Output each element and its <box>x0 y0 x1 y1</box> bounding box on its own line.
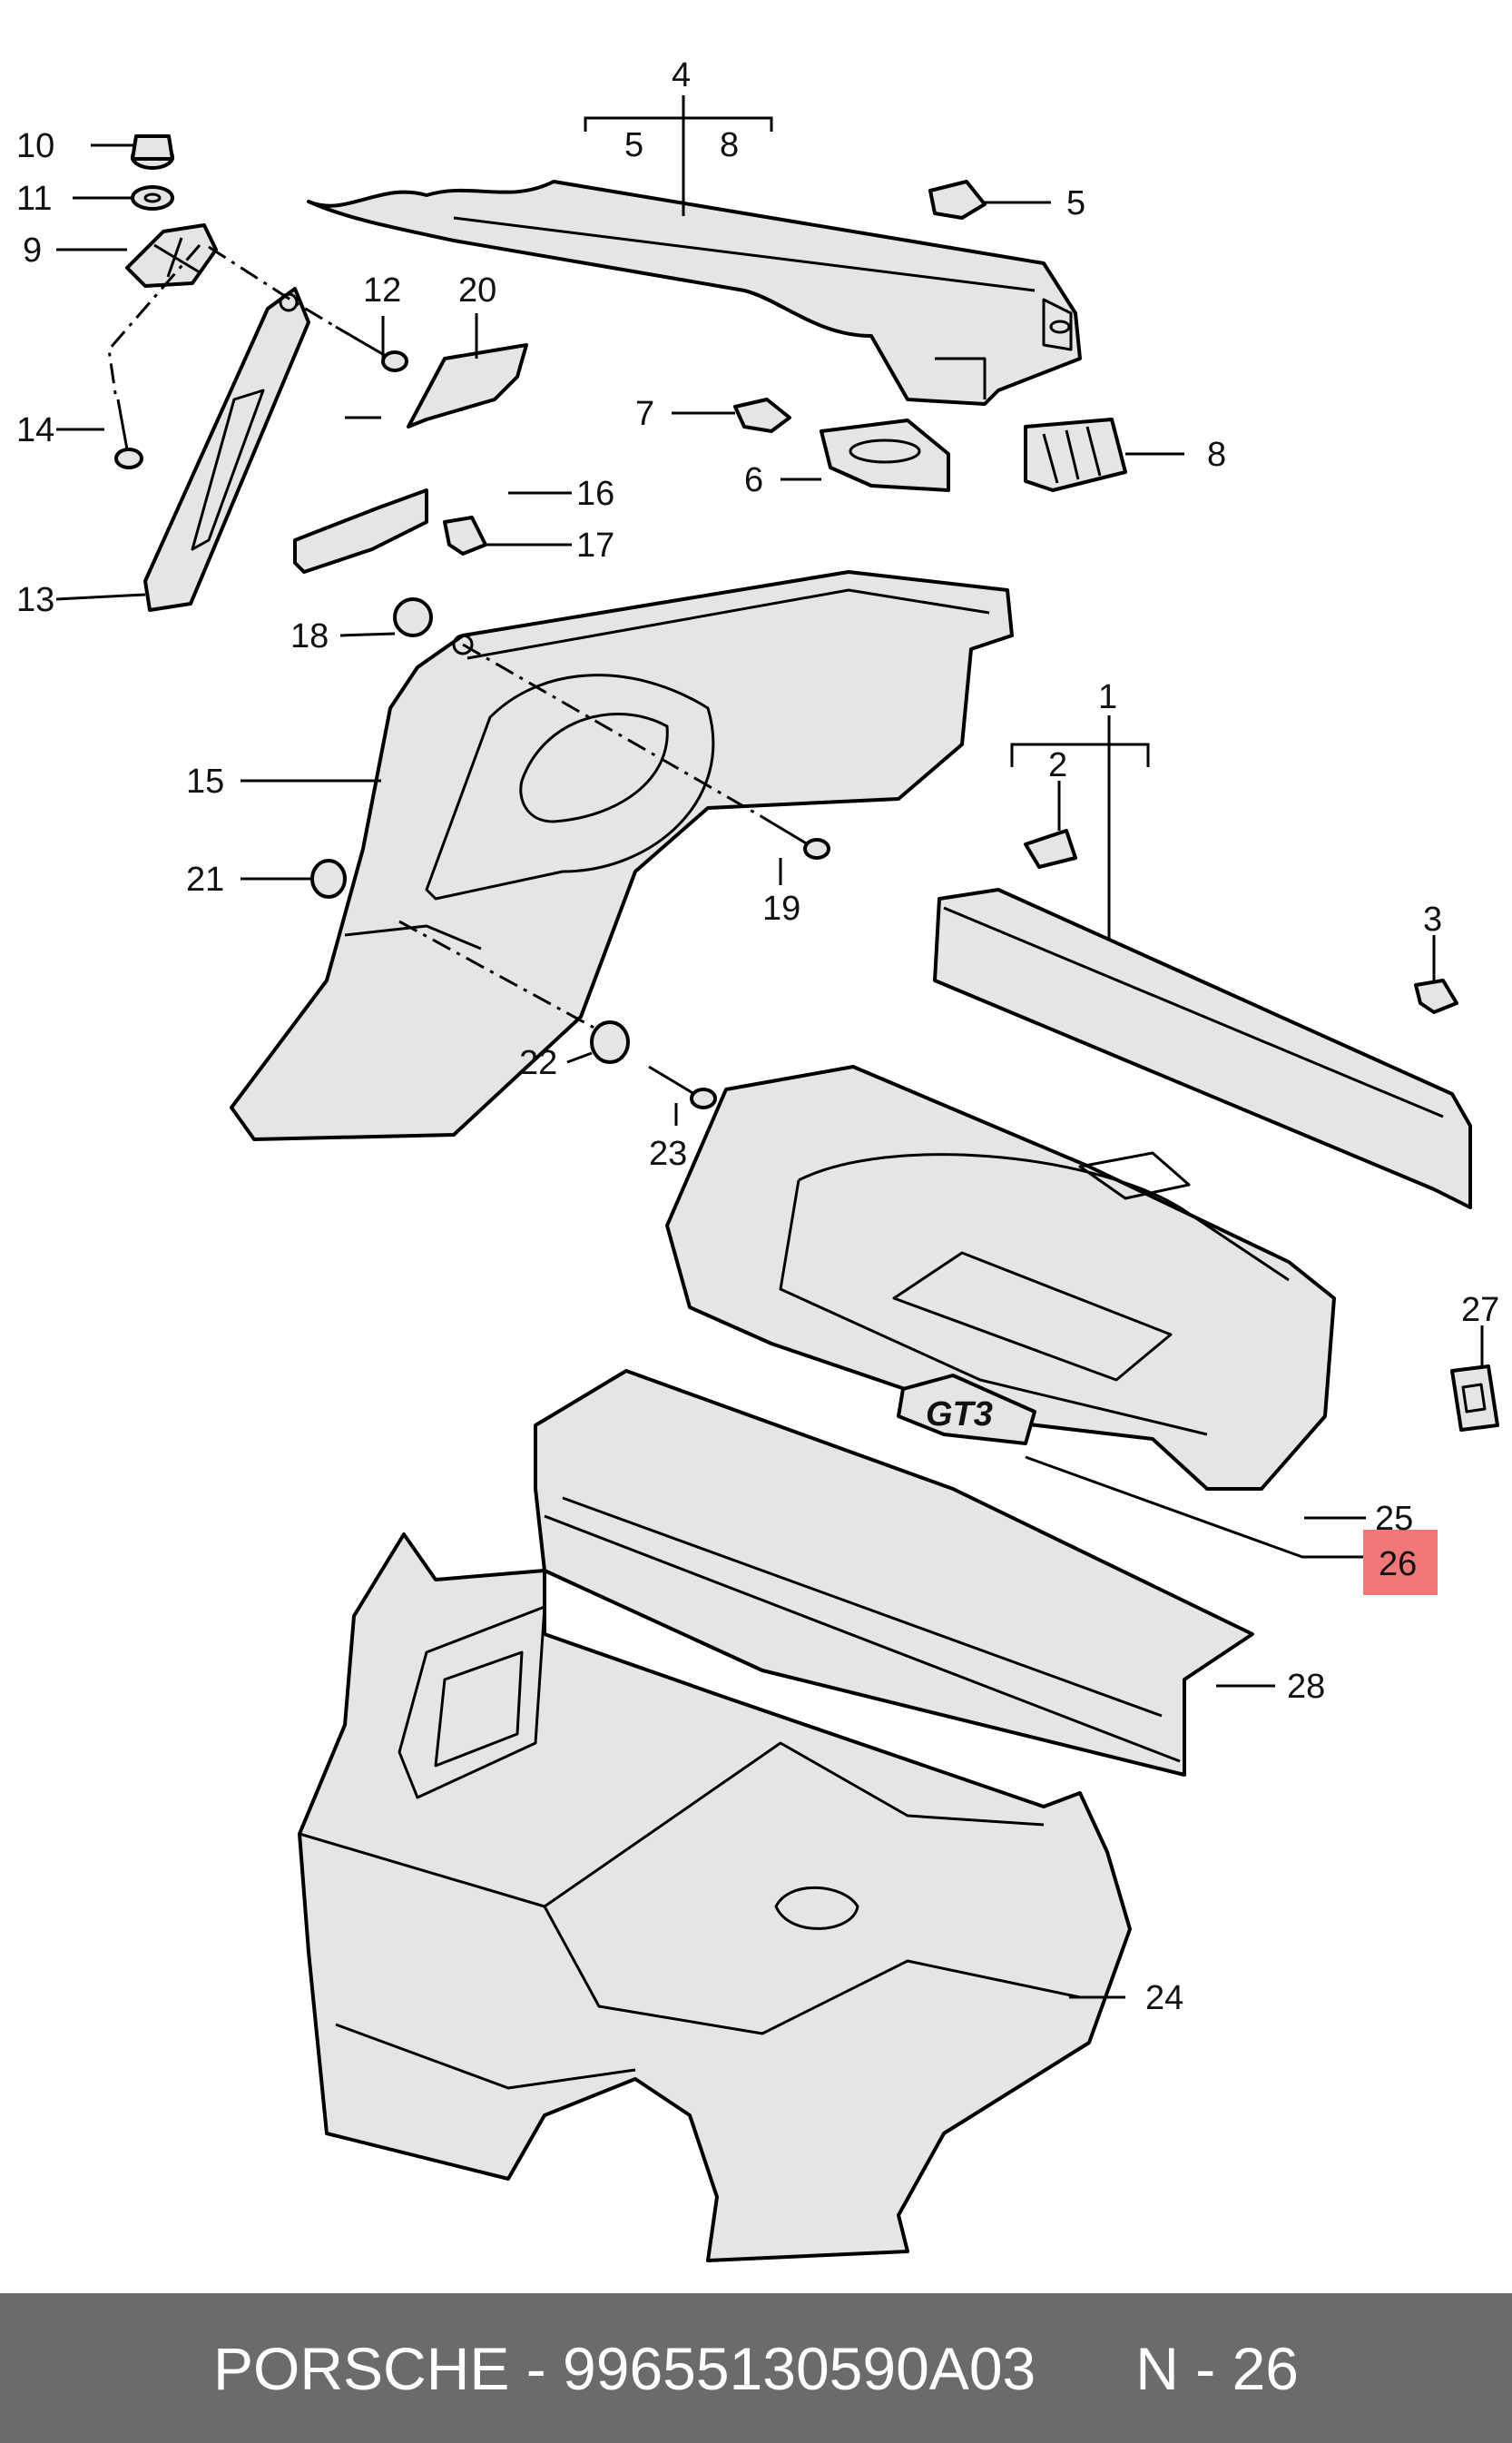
callout-2: 2 <box>1048 746 1067 784</box>
part-5-clip <box>928 180 987 220</box>
part-25-shelf-cover <box>665 1065 1336 1491</box>
part-24-floor-liner <box>298 1532 1132 2262</box>
footer-separator: - <box>509 2334 564 2402</box>
callout-15: 15 <box>186 763 224 801</box>
callout-17: 17 <box>576 527 614 565</box>
part-15-quarter-trim <box>230 570 1014 1141</box>
callout-7: 7 <box>635 395 654 433</box>
callout-25: 25 <box>1375 1500 1413 1538</box>
part-1-rear-panel <box>933 888 1472 1209</box>
footer-gap <box>1036 2334 1135 2403</box>
part-28-crossmember <box>534 1369 1254 1777</box>
leader-lines <box>55 95 1484 1999</box>
part-10-bushing <box>131 134 174 170</box>
part-3-clip <box>1414 979 1458 1014</box>
callout-4-sub-8: 8 <box>720 126 739 164</box>
part-18-fastener <box>393 597 433 637</box>
callout-4-sub-5: 5 <box>624 126 643 164</box>
part-22-grommet <box>590 1020 630 1064</box>
callout-27: 27 <box>1461 1291 1499 1329</box>
callout-22: 22 <box>519 1044 557 1082</box>
part-19-screw <box>761 815 830 860</box>
part-2-plug <box>1024 829 1077 869</box>
part-4-upper-trim <box>307 180 1082 406</box>
part-11-washer <box>131 185 174 211</box>
callout-20: 20 <box>458 271 496 310</box>
callout-24: 24 <box>1145 1979 1183 2017</box>
callout-16: 16 <box>576 475 614 513</box>
part-26-gt3-emblem: GT3 <box>897 1374 1036 1445</box>
part-27-clip <box>1450 1364 1499 1432</box>
callout-9: 9 <box>23 231 42 270</box>
callout-21: 21 <box>186 861 224 899</box>
part-23-screw <box>648 1065 717 1109</box>
footer-part-number: 99655130590A03 <box>563 2334 1036 2402</box>
parts-diagram: GT3 <box>16 56 1499 2262</box>
part-16-bracket <box>293 488 428 574</box>
highlight-box <box>1363 1530 1438 1595</box>
footer-bar: PORSCHE - 99655130590A03 N - 26 <box>0 2293 1512 2443</box>
callout-26: 26 <box>1379 1545 1417 1583</box>
footer-page: N - 26 <box>1135 2334 1299 2402</box>
part-21-grommet <box>310 859 347 899</box>
callout-11: 11 <box>16 180 52 218</box>
footer-brand: PORSCHE <box>212 2334 510 2402</box>
part-12-screw <box>335 325 408 372</box>
part-13-pillar-trim <box>143 287 310 612</box>
callout-labels: 4 5 8 10 11 9 12 20 5 7 14 6 8 16 17 13 … <box>16 56 1499 2017</box>
callout-14: 14 <box>16 411 54 449</box>
part-7-clip <box>733 398 791 433</box>
callout-10: 10 <box>16 127 54 165</box>
callout-23: 23 <box>649 1135 687 1173</box>
callout-12: 12 <box>363 271 401 310</box>
part-14-screw <box>114 399 143 469</box>
callout-6: 6 <box>744 461 763 499</box>
callout-19: 19 <box>762 890 800 928</box>
part-9-bracket <box>125 223 218 288</box>
callout-28: 28 <box>1287 1668 1325 1706</box>
part-6-pad <box>820 419 950 492</box>
callout-13: 13 <box>16 581 54 619</box>
part-17-clip <box>443 516 487 556</box>
callout-18: 18 <box>290 617 329 655</box>
part-20-clip <box>407 343 528 429</box>
callout-1: 1 <box>1098 678 1117 716</box>
callout-3: 3 <box>1423 901 1442 939</box>
emblem-text: GT3 <box>926 1395 993 1433</box>
callout-5: 5 <box>1066 184 1085 222</box>
assembly-lines <box>107 244 763 1032</box>
callout-4: 4 <box>672 56 691 94</box>
callout-8: 8 <box>1207 436 1226 474</box>
part-8-vent <box>1024 418 1127 492</box>
